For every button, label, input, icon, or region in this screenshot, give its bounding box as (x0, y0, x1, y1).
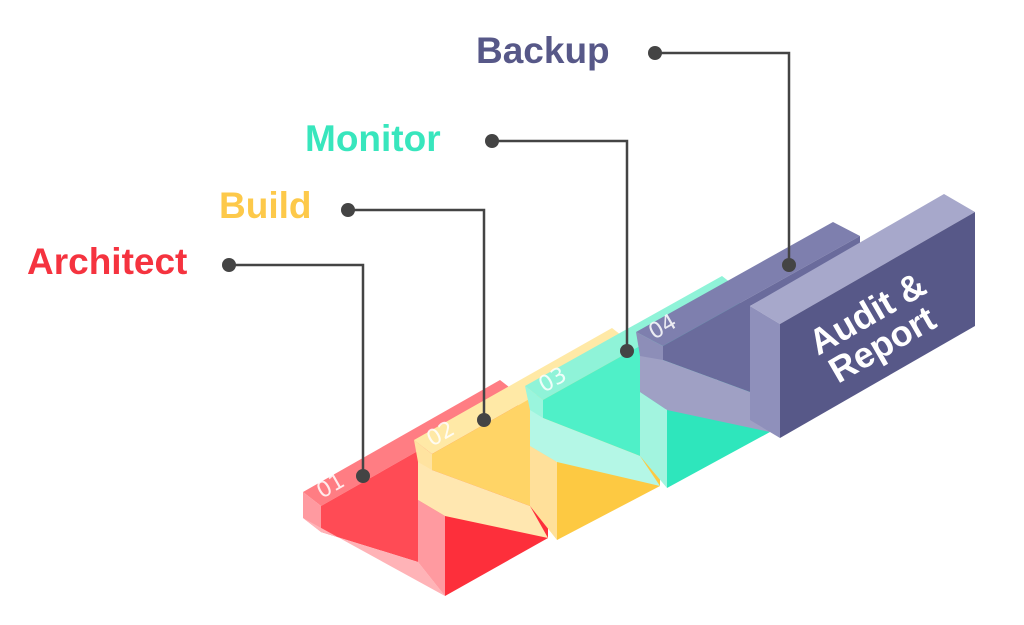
step-03-anchor-dot (620, 344, 634, 358)
step-03-riser-front (640, 392, 667, 488)
step-02-label-dot (341, 203, 355, 217)
step-03-bottom-rim (530, 410, 660, 486)
step-01-label-dot (222, 258, 236, 272)
step-04-back-rim (636, 222, 860, 346)
step-01-label: Architect (27, 241, 187, 282)
step-01-riser-front (418, 500, 445, 596)
final-block-side (780, 212, 975, 438)
step-04-label: Backup (476, 30, 610, 71)
final-block-top (750, 194, 975, 324)
step-04-leader-line (655, 51, 791, 265)
step-02-anchor-dot (477, 413, 491, 427)
final-block-front (750, 306, 780, 438)
step-01-bottom-rim (303, 518, 445, 596)
step-04-anchor-dot (782, 258, 796, 272)
step-03-label-dot (485, 134, 499, 148)
step-01-leader-line (229, 263, 365, 476)
step-02-label: Build (219, 185, 311, 226)
step-02-bottom-rim (418, 462, 548, 538)
step-04-channel (663, 236, 860, 392)
step-01-anchor-dot (356, 469, 370, 483)
step-02-leader-line (348, 208, 486, 420)
step-04-bottom-rim (640, 356, 770, 432)
step-01-left-edge (303, 492, 321, 532)
step-03-label: Monitor (305, 118, 441, 159)
step-04-block (636, 222, 860, 432)
final-block: Audit & Report (750, 194, 975, 438)
step-02-riser-front (530, 446, 557, 540)
step-04-label-dot (648, 46, 662, 60)
step-03-leader-line (492, 139, 629, 351)
